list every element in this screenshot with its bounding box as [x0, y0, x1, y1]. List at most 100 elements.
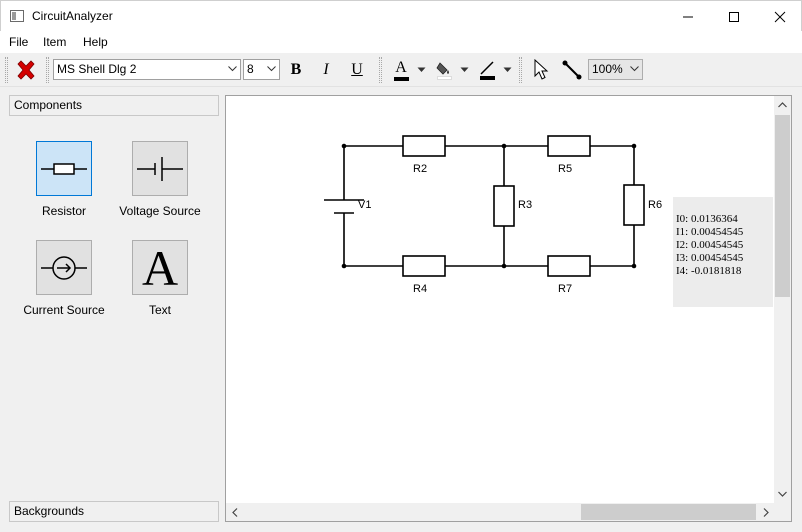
pointer-tool-button[interactable] — [530, 57, 552, 83]
minimize-button[interactable] — [665, 1, 711, 32]
horizontal-scroll-thumb[interactable] — [581, 504, 756, 520]
fill-color-button[interactable] — [432, 57, 456, 83]
horizontal-scrollbar[interactable] — [226, 503, 774, 521]
component-label: Text — [148, 303, 171, 317]
chevron-down-icon[interactable] — [460, 67, 469, 73]
close-icon — [774, 11, 786, 22]
toolbar-grip[interactable] — [379, 57, 382, 83]
component-icon-box[interactable]: A — [132, 240, 188, 295]
text-color-button[interactable]: A — [389, 57, 413, 83]
paint-bucket-icon — [436, 62, 449, 75]
junction-node — [341, 263, 347, 269]
zoom-select[interactable]: 100% — [588, 59, 643, 80]
resistor-r5[interactable] — [547, 135, 591, 157]
resistor-r6[interactable] — [623, 184, 645, 226]
component-current-source[interactable]: Current Source — [14, 240, 114, 317]
text-icon: A — [141, 239, 179, 296]
scroll-up-icon[interactable] — [778, 102, 787, 108]
maximize-icon — [729, 11, 739, 22]
result-line: I1: 0.00454545 — [676, 226, 744, 238]
line-color-button[interactable] — [475, 57, 499, 83]
scroll-left-icon[interactable] — [232, 508, 238, 517]
component-icon-box[interactable] — [36, 141, 92, 196]
component-voltage-source[interactable]: Voltage Source — [110, 141, 210, 218]
toolbar-grip[interactable] — [5, 57, 8, 83]
italic-button[interactable]: I — [323, 61, 329, 78]
chevron-down-icon — [630, 66, 639, 72]
delete-icon — [17, 60, 35, 80]
font-size-value: 8 — [247, 62, 254, 76]
scroll-corner — [774, 503, 791, 521]
app-icon — [10, 10, 24, 22]
close-button[interactable] — [757, 1, 802, 32]
junction-node — [341, 143, 347, 149]
menu-bar: File Item Help — [0, 31, 802, 53]
voltage-source-icon — [137, 156, 183, 181]
component-label: Current Source — [23, 303, 105, 317]
component-resistor[interactable]: Resistor — [14, 141, 114, 218]
result-line: I4: -0.0181818 — [676, 265, 742, 277]
component-icon-box[interactable] — [132, 141, 188, 196]
component-label: Resistor — [41, 204, 86, 218]
component-icon-box[interactable] — [36, 240, 92, 295]
circuit-diagram: V1 R2 R5 R3 R6 R4 R7 — [324, 135, 662, 295]
chevron-down-icon[interactable] — [417, 67, 426, 73]
delete-button[interactable] — [12, 57, 40, 83]
menu-help[interactable]: Help — [83, 35, 108, 49]
text-color-icon: A — [395, 58, 407, 76]
label-r7: R7 — [558, 283, 572, 295]
junction-node — [501, 143, 507, 149]
maximize-button[interactable] — [711, 1, 757, 32]
menu-file[interactable]: File — [9, 35, 29, 49]
resistor-r2[interactable] — [402, 135, 446, 157]
schematic-canvas[interactable]: V1 R2 R5 R3 R6 R4 R7 I0: 0.0136364 I1: 0… — [225, 95, 792, 522]
label-v1: V1 — [358, 199, 371, 211]
components-header[interactable]: Components — [9, 95, 219, 116]
wire-tool-button[interactable] — [560, 57, 584, 83]
font-size-select[interactable]: 8 — [243, 59, 280, 80]
fill-color-swatch — [436, 76, 452, 80]
vertical-scrollbar[interactable] — [774, 96, 791, 503]
results-box[interactable]: I0: 0.0136364 I1: 0.00454545 I2: 0.00454… — [673, 197, 773, 307]
component-label: Voltage Source — [119, 204, 201, 218]
zoom-value: 100% — [592, 62, 623, 76]
component-text[interactable]: A Text — [110, 240, 210, 317]
font-family-select[interactable]: MS Shell Dlg 2 — [53, 59, 241, 80]
components-panel: Components Resistor Voltage Source — [0, 88, 222, 532]
line-color-icon — [480, 61, 494, 75]
resistor-r4[interactable] — [402, 255, 446, 277]
label-r4: R4 — [413, 283, 427, 295]
text-color-swatch — [393, 76, 409, 81]
underline-button[interactable]: U — [351, 61, 363, 78]
vertical-scroll-thumb[interactable] — [775, 115, 790, 297]
scroll-down-icon[interactable] — [778, 491, 787, 497]
title-bar: CircuitAnalyzer — [0, 0, 802, 31]
window-title: CircuitAnalyzer — [32, 9, 113, 23]
chevron-down-icon — [267, 66, 276, 72]
toolbar-grip[interactable] — [519, 57, 522, 83]
battery-v1[interactable] — [324, 199, 364, 214]
resistor-r7[interactable] — [547, 255, 591, 277]
chevron-down-icon[interactable] — [503, 67, 512, 73]
backgrounds-header[interactable]: Backgrounds — [9, 501, 219, 522]
pointer-icon — [534, 59, 549, 80]
bold-button[interactable]: B — [290, 61, 302, 78]
current-source-icon — [41, 255, 87, 280]
label-r2: R2 — [413, 163, 427, 175]
junction-node — [631, 143, 637, 149]
result-line: I3: 0.00454545 — [676, 252, 744, 264]
label-r6: R6 — [648, 199, 662, 211]
resistor-r3[interactable] — [493, 185, 515, 227]
menu-item[interactable]: Item — [43, 35, 67, 49]
chevron-down-icon — [228, 66, 237, 72]
font-family-value: MS Shell Dlg 2 — [57, 62, 137, 76]
minimize-icon — [683, 16, 693, 17]
scroll-right-icon[interactable] — [763, 508, 769, 517]
toolbar-grip[interactable] — [46, 57, 49, 83]
result-line: I0: 0.0136364 — [676, 213, 738, 225]
toolbar: MS Shell Dlg 2 8 B I U A — [0, 53, 802, 87]
junction-node — [631, 263, 637, 269]
wire-icon — [562, 60, 582, 80]
line-color-swatch — [479, 76, 495, 80]
label-r3: R3 — [518, 199, 532, 211]
